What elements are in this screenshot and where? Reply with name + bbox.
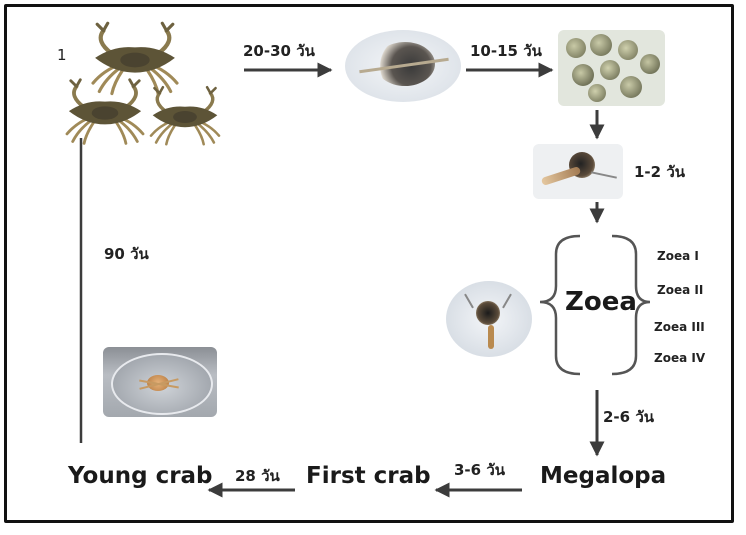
berried-crab-photo — [345, 30, 461, 102]
duration-eggs-to-larva: 1-2 วัน — [634, 160, 685, 184]
stage-zoea-label: Zoea — [565, 287, 637, 317]
duration-berried-to-eggs: 10-15 วัน — [470, 39, 542, 63]
young-crab-photo — [103, 347, 217, 417]
stage-megalopa-label: Megalopa — [540, 463, 666, 489]
zoea-photo — [446, 281, 532, 357]
zoea-substage-label: Zoea III — [654, 320, 705, 334]
duration-first-crab-to-young-crab: 28 วัน — [235, 464, 280, 488]
zoea-substage-label: Zoea II — [657, 283, 703, 297]
duration-young-crab-to-adult: 90 วัน — [104, 242, 149, 266]
duration-zoea-to-megalopa: 2-6 วัน — [603, 405, 654, 429]
zoea-substage-label: Zoea IV — [654, 351, 705, 365]
zoea-substage-label: Zoea I — [657, 249, 699, 263]
stage-young-crab-label: Young crab — [68, 463, 213, 489]
duration-megalopa-to-first-crab: 3-6 วัน — [454, 458, 505, 482]
adult-crab-illustration — [67, 23, 219, 144]
stage-first-crab-label: First crab — [306, 463, 431, 489]
eggs-photo — [558, 30, 665, 106]
hatched-larva-photo — [533, 144, 623, 199]
duration-adult-to-berried: 20-30 วัน — [243, 39, 315, 63]
